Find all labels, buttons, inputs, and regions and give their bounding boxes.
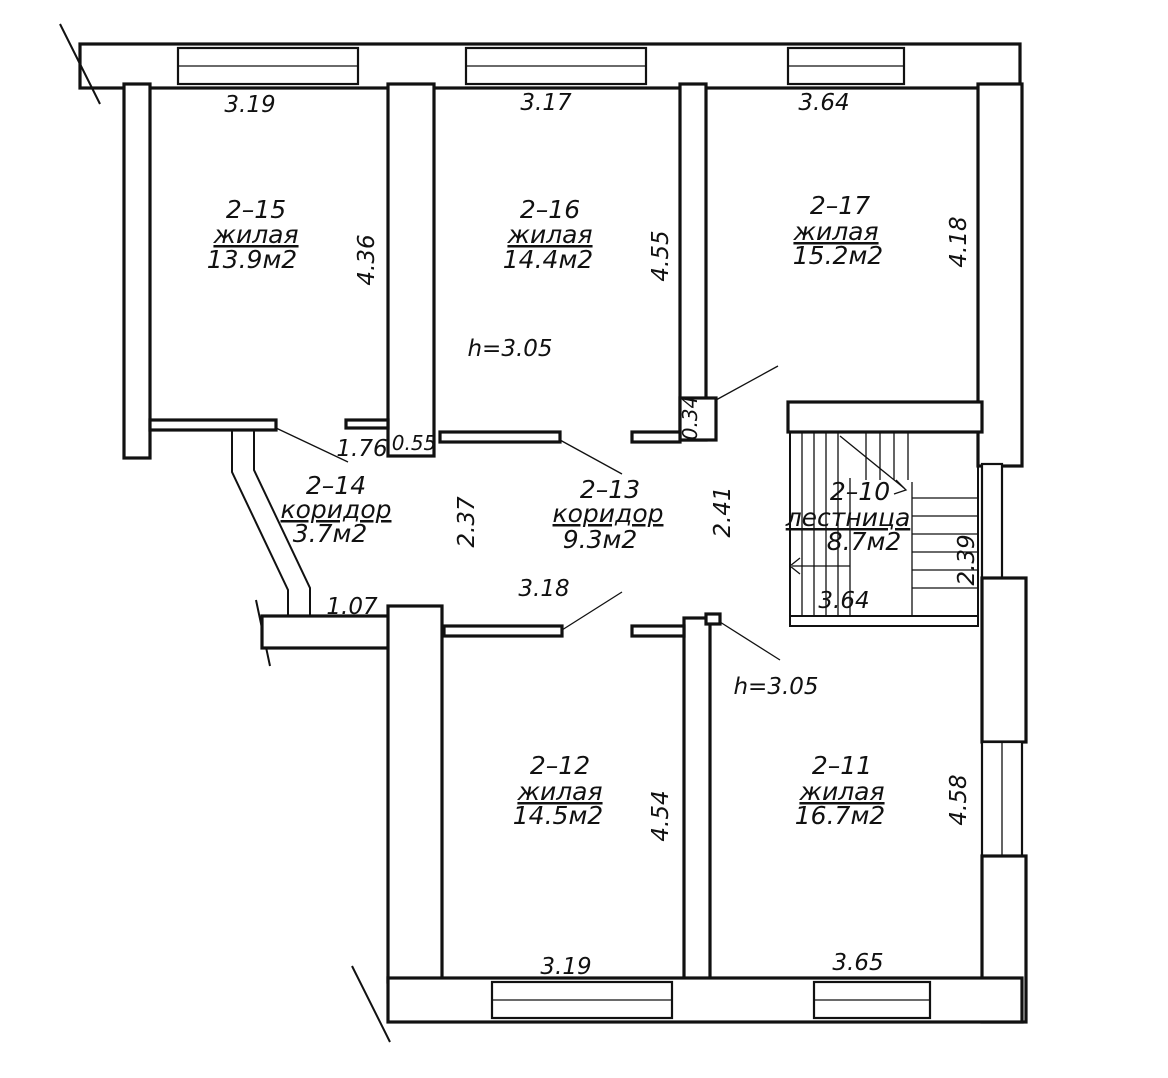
dim-0-34: 0.34 <box>678 396 702 441</box>
dim-height-2-16: 4.55 <box>648 230 674 281</box>
corridor-2-14-walls <box>59 23 394 1043</box>
partition-2-12-top-right <box>630 624 686 638</box>
dim-2-39: 2.39 <box>954 534 980 585</box>
dim-height-2-11: 4.58 <box>946 774 972 825</box>
room-2-10-label: 2–10 лестница 8.7м2 <box>785 477 911 556</box>
room-2-15-id: 2–15 <box>226 195 286 224</box>
staircase-2-10 <box>788 431 979 627</box>
door-swing-2-16 <box>559 439 623 475</box>
room-2-12-area: 14.5м2 <box>513 801 603 830</box>
room-2-17-type: жилая <box>792 217 878 246</box>
room-2-14-id: 2–14 <box>306 471 366 500</box>
room-2-10-type: лестница <box>785 503 911 532</box>
room-2-11-id: 2–11 <box>812 751 872 780</box>
ceiling-heights: h=3.05 h=3.05 <box>467 336 818 700</box>
room-2-11-label: 2–11 жилая 16.7м2 <box>795 751 885 830</box>
room-2-15-area: 13.9м2 <box>207 245 297 274</box>
dim-1-76: 1.76 <box>336 436 387 462</box>
dim-3-18: 3.18 <box>518 576 569 602</box>
door-swing-2-17 <box>715 365 779 401</box>
partition-12-11 <box>682 616 712 982</box>
left-outer-wall <box>122 82 152 460</box>
stair-window <box>980 462 1004 580</box>
lower-left-stub-wall <box>260 614 394 650</box>
partition-2-16-bottom <box>438 430 562 444</box>
door-swing-2-11 <box>719 621 781 661</box>
dim-width-2-17: 3.64 <box>798 90 849 116</box>
door-swing-2-15 <box>275 427 349 463</box>
dim-height-2-12: 4.54 <box>648 790 674 841</box>
room-2-14-area: 3.7м2 <box>293 519 368 548</box>
room-2-16-id: 2–16 <box>520 195 580 224</box>
room-2-16-area: 14.4м2 <box>503 245 593 274</box>
room-2-13-label: 2–13 коридор 9.3м2 <box>553 475 664 554</box>
partition-16-17-foot <box>678 396 718 442</box>
dim-1-07: 1.07 <box>326 594 378 620</box>
dim-width-2-16: 3.17 <box>520 90 572 116</box>
partition-left-2-12 <box>386 604 444 984</box>
room-2-12-id: 2–12 <box>530 751 590 780</box>
ceiling-height-lower: h=3.05 <box>733 674 818 700</box>
ceiling-height-upper: h=3.05 <box>467 336 552 362</box>
dim-3-64-stair: 3.64 <box>818 588 869 614</box>
partition-2-12-top <box>442 624 564 638</box>
right-wall-windows <box>980 462 1028 1024</box>
dim-2-41: 2.41 <box>710 486 736 537</box>
partition-stub-2 <box>704 612 722 626</box>
room-2-12-label: 2–12 жилая 14.5м2 <box>513 751 603 830</box>
dim-width-2-12: 3.19 <box>540 954 591 980</box>
dim-height-2-17: 4.18 <box>946 216 972 267</box>
room-2-16-type: жилая <box>506 220 592 249</box>
walls-lower <box>386 591 1024 1024</box>
room-2-17-label: 2–17 жилая 15.2м2 <box>792 191 883 270</box>
staircase-outline <box>789 431 979 627</box>
room-2-13-area: 9.3м2 <box>563 525 638 554</box>
partition-15-16 <box>386 82 436 458</box>
dim-2-37: 2.37 <box>454 496 480 548</box>
room-2-14-label: 2–14 коридор 3.7м2 <box>281 471 392 548</box>
right-outer-wall-mid <box>980 576 1028 744</box>
room-2-13-type: коридор <box>553 499 664 528</box>
partition-2-15-bottom <box>148 418 278 432</box>
room-2-17-id: 2–17 <box>810 191 870 220</box>
right-outer-wall-upper <box>976 82 1024 468</box>
break-line-bottom-left <box>351 965 391 1043</box>
break-line-top-left <box>59 23 101 105</box>
room-2-15-label: 2–15 жилая 13.9м2 <box>207 195 299 274</box>
room-2-10-area: 8.7м2 <box>827 527 902 556</box>
walls-upper <box>78 42 1024 475</box>
room-2-13-id: 2–13 <box>580 475 640 504</box>
room-2-11-area: 16.7м2 <box>795 801 885 830</box>
dimension-labels: 3.19 3.17 3.64 4.36 4.55 4.18 1.76 0.55 … <box>224 90 980 980</box>
dim-height-2-15: 4.36 <box>354 234 380 285</box>
partition-2-16-bottom-right <box>630 430 682 444</box>
dim-width-2-15: 3.19 <box>224 92 275 118</box>
room-2-16-label: 2–16 жилая 14.4м2 <box>503 195 593 274</box>
room-2-14-type: коридор <box>281 495 392 524</box>
room-2-11-type: жилая <box>798 777 884 806</box>
partition-stub-1 <box>344 418 390 430</box>
partition-16-17 <box>678 82 708 442</box>
room-2-17-bottom-wall <box>786 400 984 434</box>
room-2-10-id: 2–10 <box>830 477 890 506</box>
room-2-15-type: жилая <box>212 220 298 249</box>
dim-width-2-11: 3.65 <box>832 950 883 976</box>
door-swing-2-12 <box>561 591 623 631</box>
room-2-17-area: 15.2м2 <box>793 241 883 270</box>
room-2-12-type: жилая <box>516 777 602 806</box>
dim-0-55: 0.55 <box>392 431 437 455</box>
